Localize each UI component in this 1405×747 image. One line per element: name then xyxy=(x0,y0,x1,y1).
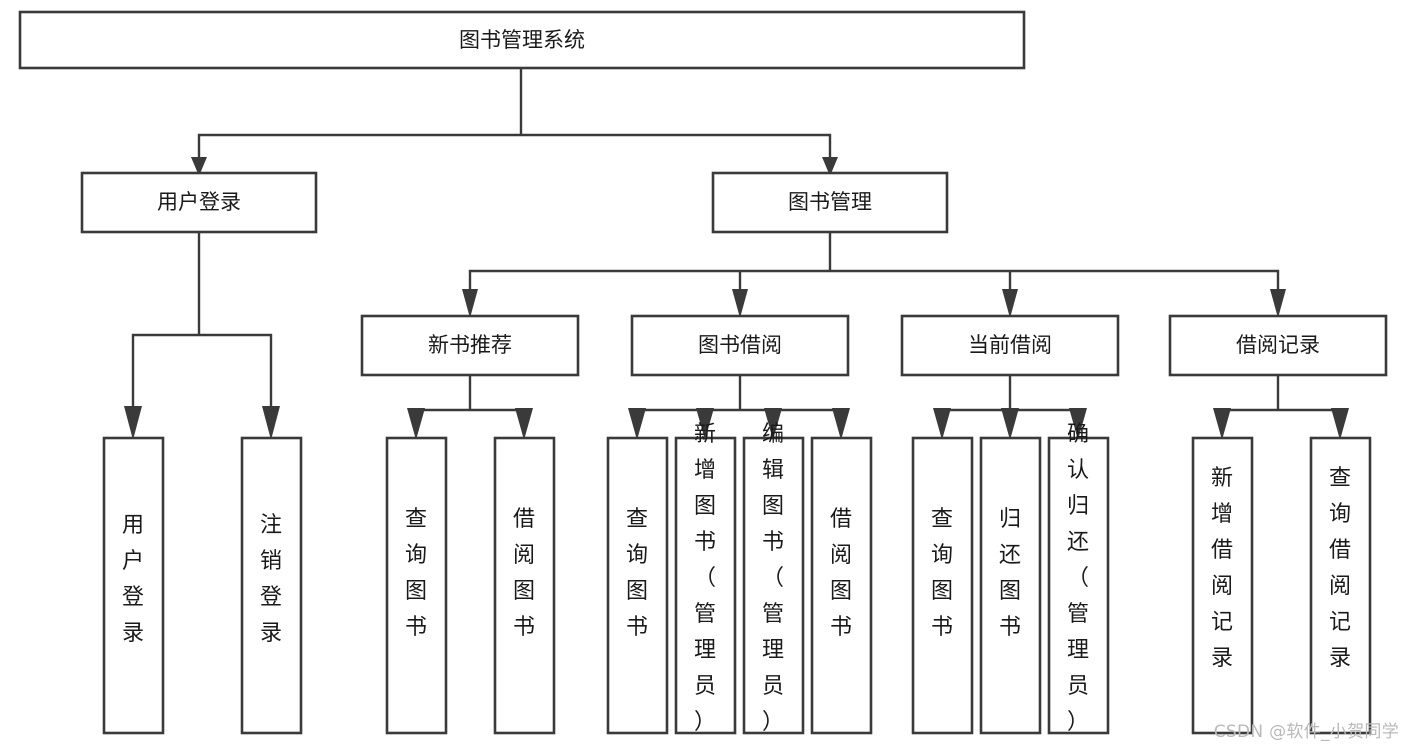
leaf-borrow-book-borrow-box[interactable] xyxy=(810,436,873,735)
leaf-query-book-newbook-label: 查询图书 xyxy=(405,507,427,640)
arrow-head-leaf-user-login xyxy=(124,406,142,440)
arrow-head-leaf-borrow-book-2 xyxy=(832,408,850,440)
leaf-logout-label: 注销登录 xyxy=(260,513,282,646)
node-book-borrow[interactable]: 图书借阅 xyxy=(630,314,850,377)
leaf-confirm-return-box[interactable] xyxy=(1047,436,1110,735)
leaf-logout-box[interactable] xyxy=(240,436,303,735)
leaf-query-book-newbook-box[interactable] xyxy=(385,436,448,735)
arrow-head-leaf-query-record xyxy=(1331,408,1349,440)
node-book-borrow-box[interactable] xyxy=(630,314,850,377)
leaf-query-book-current-box[interactable] xyxy=(911,436,974,735)
leaf-confirm-return-label: 确认归还（管理员） xyxy=(1067,422,1089,735)
leaf-borrow-book-borrow[interactable]: 借阅图书 xyxy=(810,436,873,735)
arrow-head-leaf-edit-book xyxy=(764,408,782,440)
leaf-return-book[interactable]: 归还图书 xyxy=(979,436,1042,735)
leaf-query-book-borrow-label: 查询图书 xyxy=(626,507,648,640)
connector-userlogin-to-leaves xyxy=(131,231,273,412)
node-book-management[interactable]: 图书管理 xyxy=(711,171,949,234)
arrow-head-leaf-add-record xyxy=(1213,408,1231,440)
node-current-borrow-label: 当前借阅 xyxy=(968,333,1052,357)
node-borrow-record-label: 借阅记录 xyxy=(1236,333,1320,357)
node-root-label: 图书管理系统 xyxy=(459,28,585,52)
arrow-head-leaf-return-book xyxy=(1001,408,1019,440)
leaf-logout[interactable]: 注销登录 xyxy=(240,436,303,735)
leaf-add-book[interactable]: 新增图书（管理员） xyxy=(674,422,737,735)
node-book-management-label: 图书管理 xyxy=(788,190,872,214)
arrow-head-leaf-query-book-2 xyxy=(628,408,646,440)
leaf-borrow-book-newbook[interactable]: 借阅图书 xyxy=(493,436,556,735)
arrow-head-book-manage xyxy=(822,157,838,176)
leaf-edit-book-label: 编辑图书（管理员） xyxy=(762,422,784,735)
node-borrow-record[interactable]: 借阅记录 xyxy=(1168,314,1388,377)
leaf-user-login-label: 用户登录 xyxy=(122,513,144,646)
node-book-borrow-label: 图书借阅 xyxy=(698,333,782,357)
node-user-login[interactable]: 用户登录 xyxy=(80,171,318,234)
leaf-borrow-book-borrow-label: 借阅图书 xyxy=(830,507,852,640)
connector-newbook-to-leaves xyxy=(414,374,526,420)
leaf-query-book-newbook[interactable]: 查询图书 xyxy=(385,436,448,735)
arrow-head-current-borrow xyxy=(1002,289,1018,318)
leaf-user-login[interactable]: 用户登录 xyxy=(102,436,165,735)
arrow-head-borrow-record xyxy=(1270,289,1286,318)
node-current-borrow-box[interactable] xyxy=(900,314,1120,377)
connector-bookborrow-to-leaves xyxy=(635,374,843,420)
arrow-head-leaf-query-book-3 xyxy=(933,408,951,440)
node-new-book-recommend[interactable]: 新书推荐 xyxy=(360,314,580,377)
leaf-borrow-book-newbook-label: 借阅图书 xyxy=(513,507,535,640)
node-root[interactable]: 图书管理系统 xyxy=(18,10,1026,70)
leaf-add-borrow-record-box[interactable] xyxy=(1191,436,1254,735)
arrow-head-leaf-query-book-1 xyxy=(407,408,425,440)
node-new-book-recommend-label: 新书推荐 xyxy=(428,333,512,357)
leaf-add-borrow-record[interactable]: 新增借阅记录 xyxy=(1191,436,1254,735)
arrow-head-leaf-add-book xyxy=(696,408,714,440)
node-root-box[interactable] xyxy=(18,10,1026,70)
leaf-query-book-borrow-box[interactable] xyxy=(606,436,669,735)
leaf-return-book-label: 归还图书 xyxy=(999,507,1021,640)
node-new-book-recommend-box[interactable] xyxy=(360,314,580,377)
node-user-login-label: 用户登录 xyxy=(157,190,241,214)
connector-bookmanage-to-level3 xyxy=(468,231,1280,294)
leaf-query-book-borrow[interactable]: 查询图书 xyxy=(606,436,669,735)
leaf-borrow-book-newbook-box[interactable] xyxy=(493,436,556,735)
arrow-head-leaf-confirm-return xyxy=(1069,408,1087,440)
arrow-head-user-login xyxy=(191,157,207,176)
leaf-return-book-box[interactable] xyxy=(979,436,1042,735)
connector-group xyxy=(124,67,1349,440)
arrow-head-book-borrow xyxy=(732,289,748,318)
leaf-query-borrow-record-box[interactable] xyxy=(1309,436,1372,735)
leaf-add-borrow-record-label: 新增借阅记录 xyxy=(1211,466,1233,671)
arrow-head-leaf-borrow-book-1 xyxy=(515,408,533,440)
leaf-user-login-box[interactable] xyxy=(102,436,165,735)
leaf-query-book-current[interactable]: 查询图书 xyxy=(911,436,974,735)
connector-borrowrecord-to-leaves xyxy=(1220,374,1342,420)
node-user-login-box[interactable] xyxy=(80,171,318,234)
leaf-add-book-box[interactable] xyxy=(674,436,737,735)
leaf-confirm-return[interactable]: 确认归还（管理员） xyxy=(1047,422,1110,735)
connector-root-to-level2 xyxy=(197,67,832,162)
leaf-edit-book-box[interactable] xyxy=(742,436,805,735)
node-book-management-box[interactable] xyxy=(711,171,949,234)
leaf-query-borrow-record[interactable]: 查询借阅记录 xyxy=(1309,436,1372,735)
arrow-head-new-book xyxy=(462,289,478,318)
leaf-query-book-current-label: 查询图书 xyxy=(931,507,953,640)
leaf-edit-book[interactable]: 编辑图书（管理员） xyxy=(742,422,805,735)
arrow-head-leaf-logout xyxy=(262,406,280,440)
leaf-add-book-label: 新增图书（管理员） xyxy=(694,422,716,735)
leaf-query-borrow-record-label: 查询借阅记录 xyxy=(1329,466,1351,671)
node-current-borrow[interactable]: 当前借阅 xyxy=(900,314,1120,377)
node-borrow-record-box[interactable] xyxy=(1168,314,1388,377)
